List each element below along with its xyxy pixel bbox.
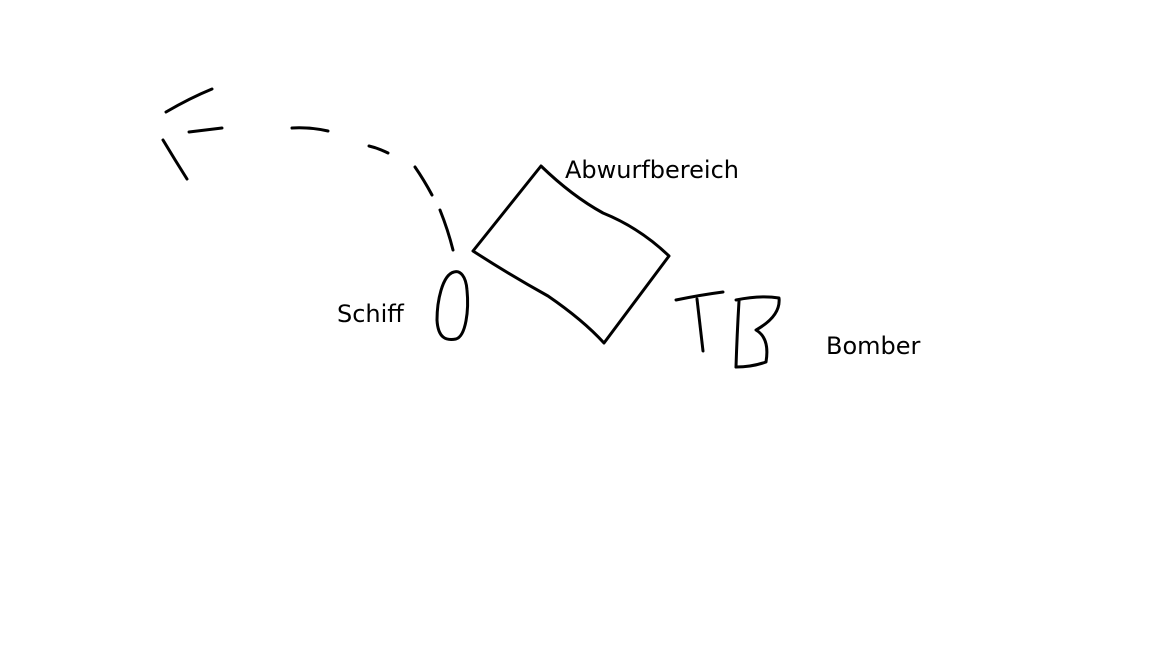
course-dash-2 xyxy=(413,165,434,197)
bomber-glyph xyxy=(674,290,781,369)
drop-area-label: Abwurfbereich xyxy=(565,156,739,184)
course-dash-4 xyxy=(290,126,330,133)
bomber-glyph-b-bowls xyxy=(734,295,781,369)
bomber-glyph-t-bar xyxy=(674,290,725,302)
bomber-glyph-t-stem xyxy=(695,297,705,353)
bomber-label: Bomber xyxy=(826,332,921,360)
drop-area-shape xyxy=(471,164,671,345)
course-dash-5 xyxy=(187,126,224,134)
course-dash-1 xyxy=(438,208,455,252)
arrowhead-lower-stroke xyxy=(161,138,189,181)
arrowhead-upper-stroke xyxy=(164,87,214,114)
course-dash-3 xyxy=(367,144,390,155)
course-arrow xyxy=(161,87,455,252)
ship-glyph xyxy=(435,270,470,341)
ship-label: Schiff xyxy=(337,300,404,328)
bomber-glyph-b-spine xyxy=(734,299,741,369)
